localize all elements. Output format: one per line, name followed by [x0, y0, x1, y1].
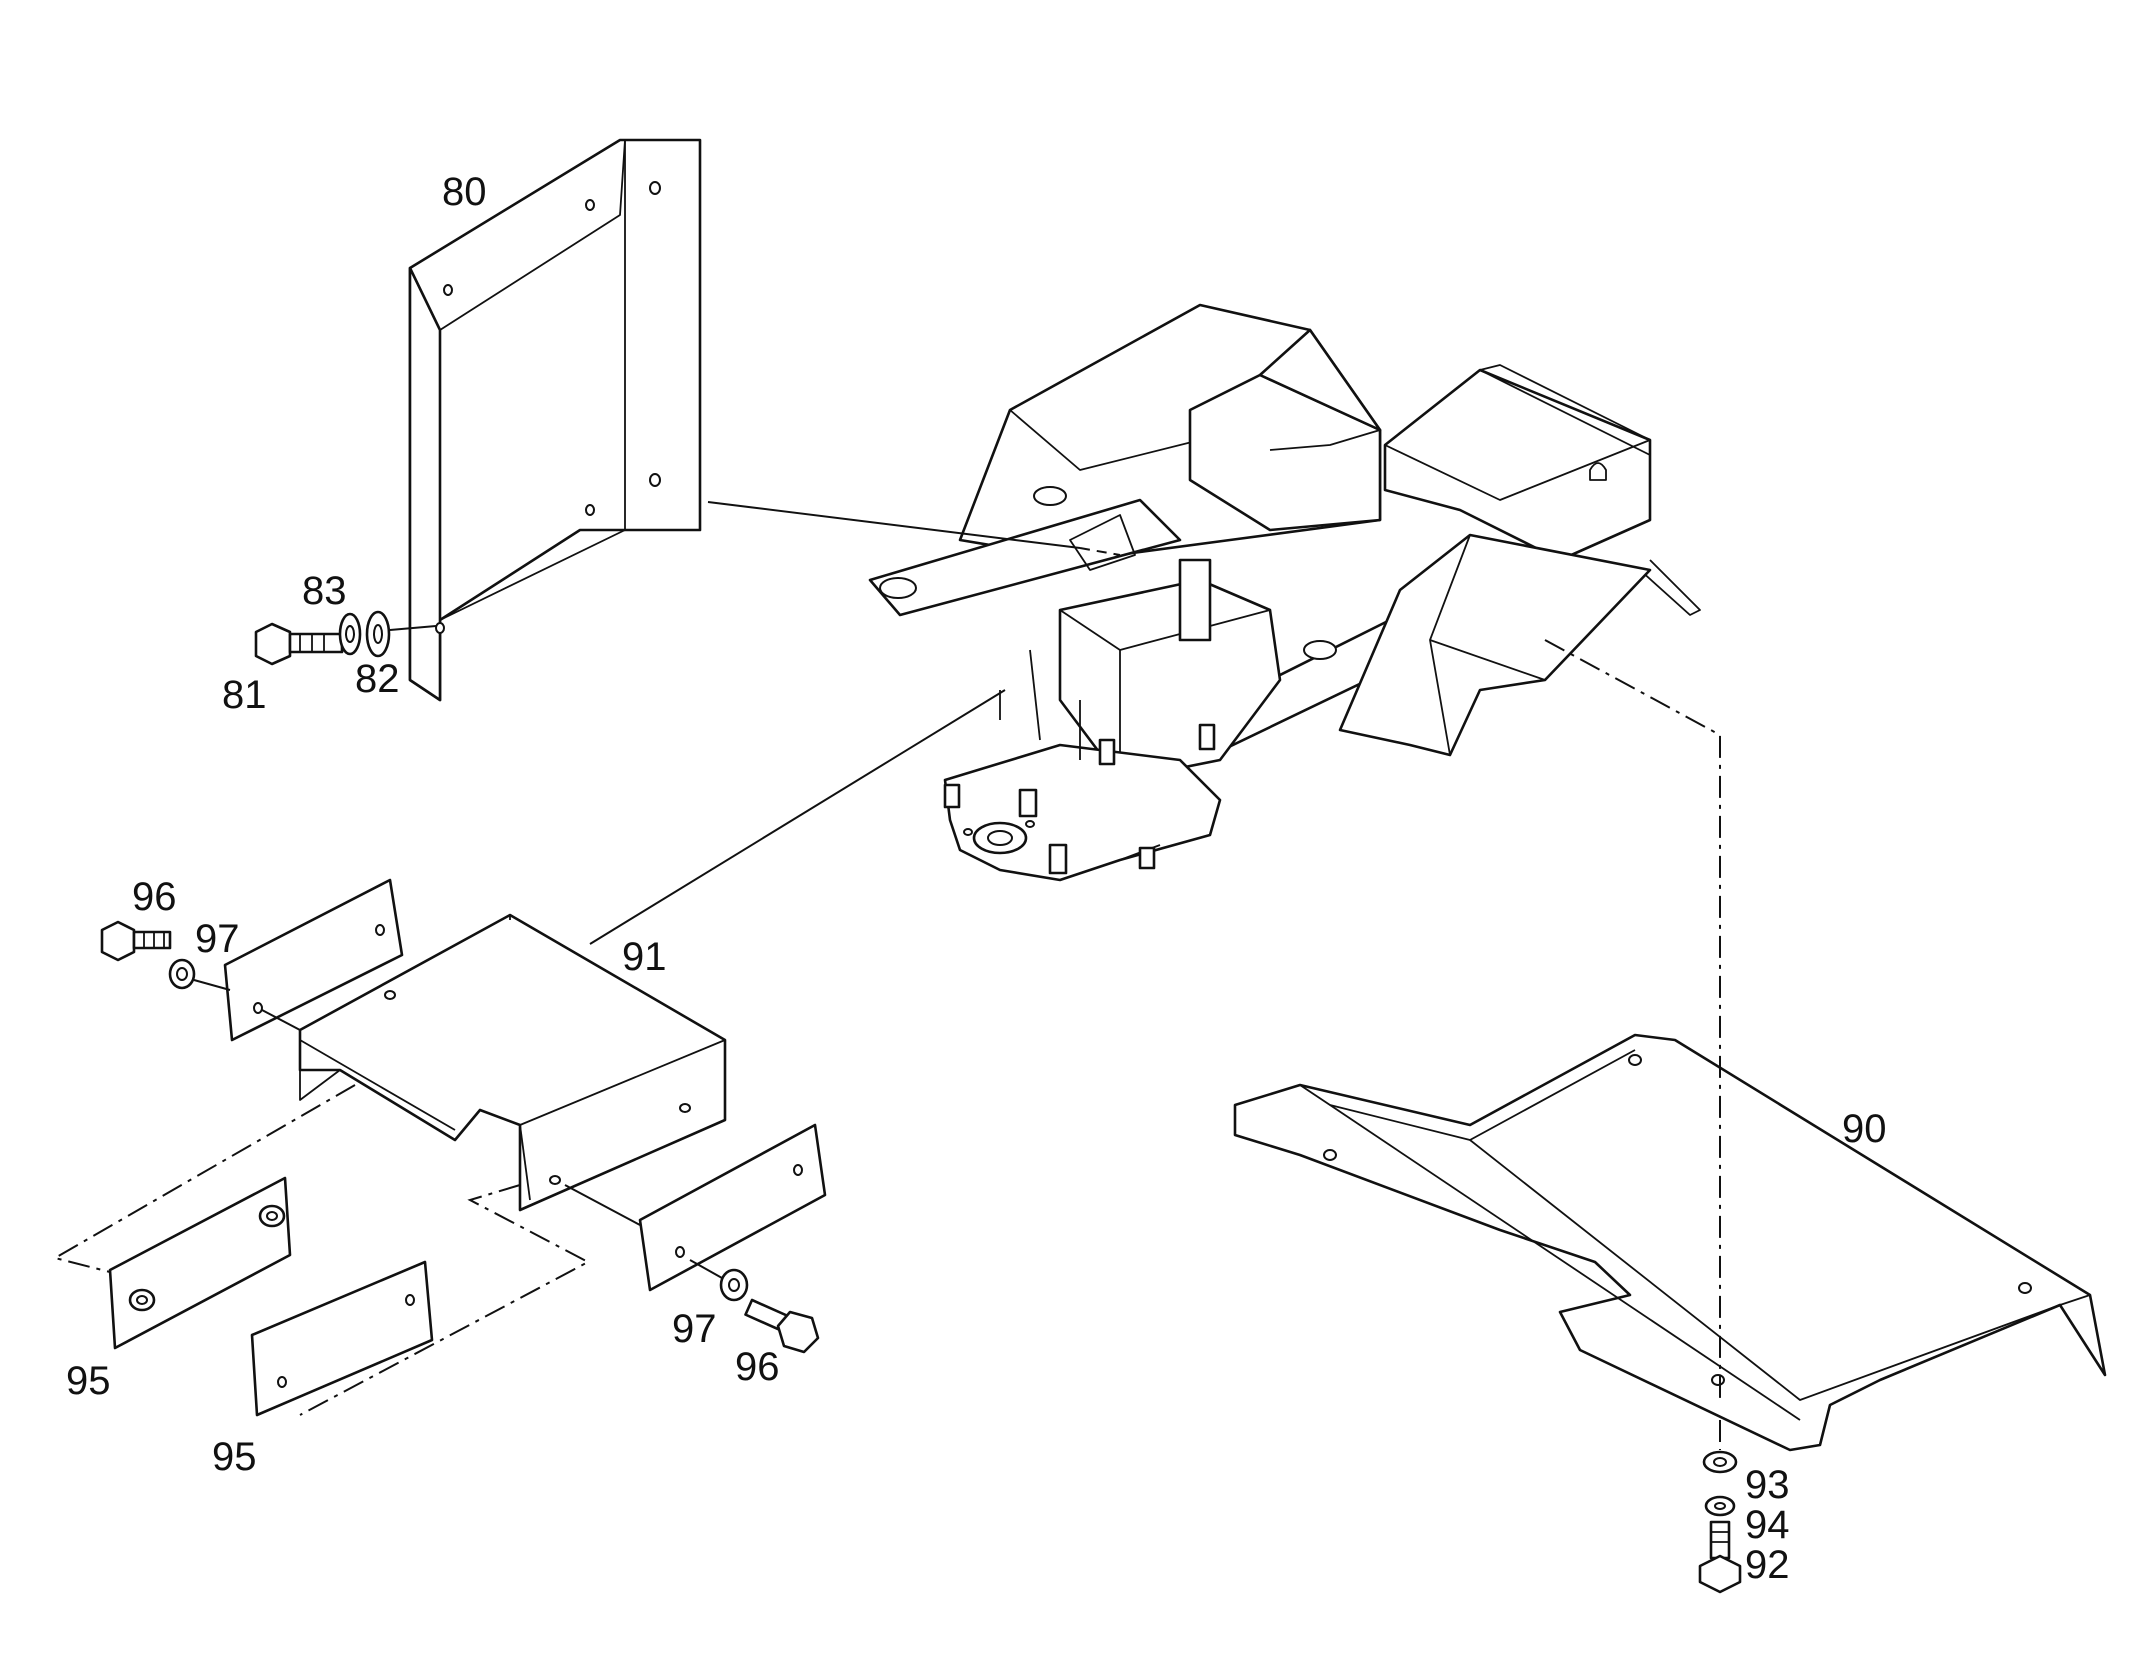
- callout-97-lower: 97: [672, 1307, 717, 1351]
- leader-80-to-frame-dashed: [1079, 547, 1121, 556]
- part-93-flat-washer: [1702, 1450, 1738, 1474]
- leader-90-to-frame: [1544, 639, 1721, 1400]
- callout-95-lower: 95: [212, 1435, 257, 1479]
- part-97-washer-upper: [168, 958, 196, 990]
- part-91-bracket: [298, 913, 727, 1212]
- part-81-bolt: [254, 622, 344, 666]
- callout-82: 82: [355, 657, 400, 701]
- callout-80: 80: [442, 170, 487, 214]
- callout-95-upper: 95: [66, 1359, 111, 1403]
- part-96-bolt-upper: [100, 920, 172, 962]
- main-frame: [868, 303, 1701, 882]
- callout-93: 93: [1745, 1463, 1790, 1507]
- callout-96-lower: 96: [735, 1345, 780, 1389]
- part-95-plate-upper: [108, 1176, 292, 1350]
- part-82-flat-washer: [365, 610, 391, 658]
- part-94-lock-washer: [1704, 1495, 1736, 1517]
- callout-91: 91: [622, 935, 667, 979]
- leader-80-to-frame: [707, 501, 1081, 549]
- side-strip-left: [223, 878, 404, 1042]
- part-90-floor-plate: [1233, 1033, 2107, 1452]
- callout-92: 92: [1745, 1543, 1790, 1587]
- callout-96-upper: 96: [132, 875, 177, 919]
- callout-81: 81: [222, 673, 267, 717]
- leader-strip-to-91: [261, 1009, 301, 1031]
- callout-83: 83: [302, 569, 347, 613]
- part-92-bolt: [1698, 1520, 1742, 1594]
- leader-97-upper: [193, 979, 231, 991]
- leader-97-lower: [689, 1259, 723, 1279]
- leader-81-to-80: [389, 625, 437, 631]
- part-96-bolt-lower: [744, 1298, 820, 1354]
- leader-91-to-strip: [564, 1184, 641, 1226]
- callout-97-upper: 97: [195, 917, 240, 961]
- part-95-plate-lower: [250, 1260, 434, 1417]
- callout-94: 94: [1745, 1503, 1790, 1547]
- leader-91-to-frame: [589, 689, 1006, 945]
- callout-90: 90: [1842, 1107, 1887, 1151]
- part-80-guard-plate: [408, 138, 702, 702]
- side-strip-right: [638, 1123, 827, 1292]
- part-97-washer-lower: [719, 1268, 749, 1302]
- part-83-lock-washer: [338, 612, 362, 656]
